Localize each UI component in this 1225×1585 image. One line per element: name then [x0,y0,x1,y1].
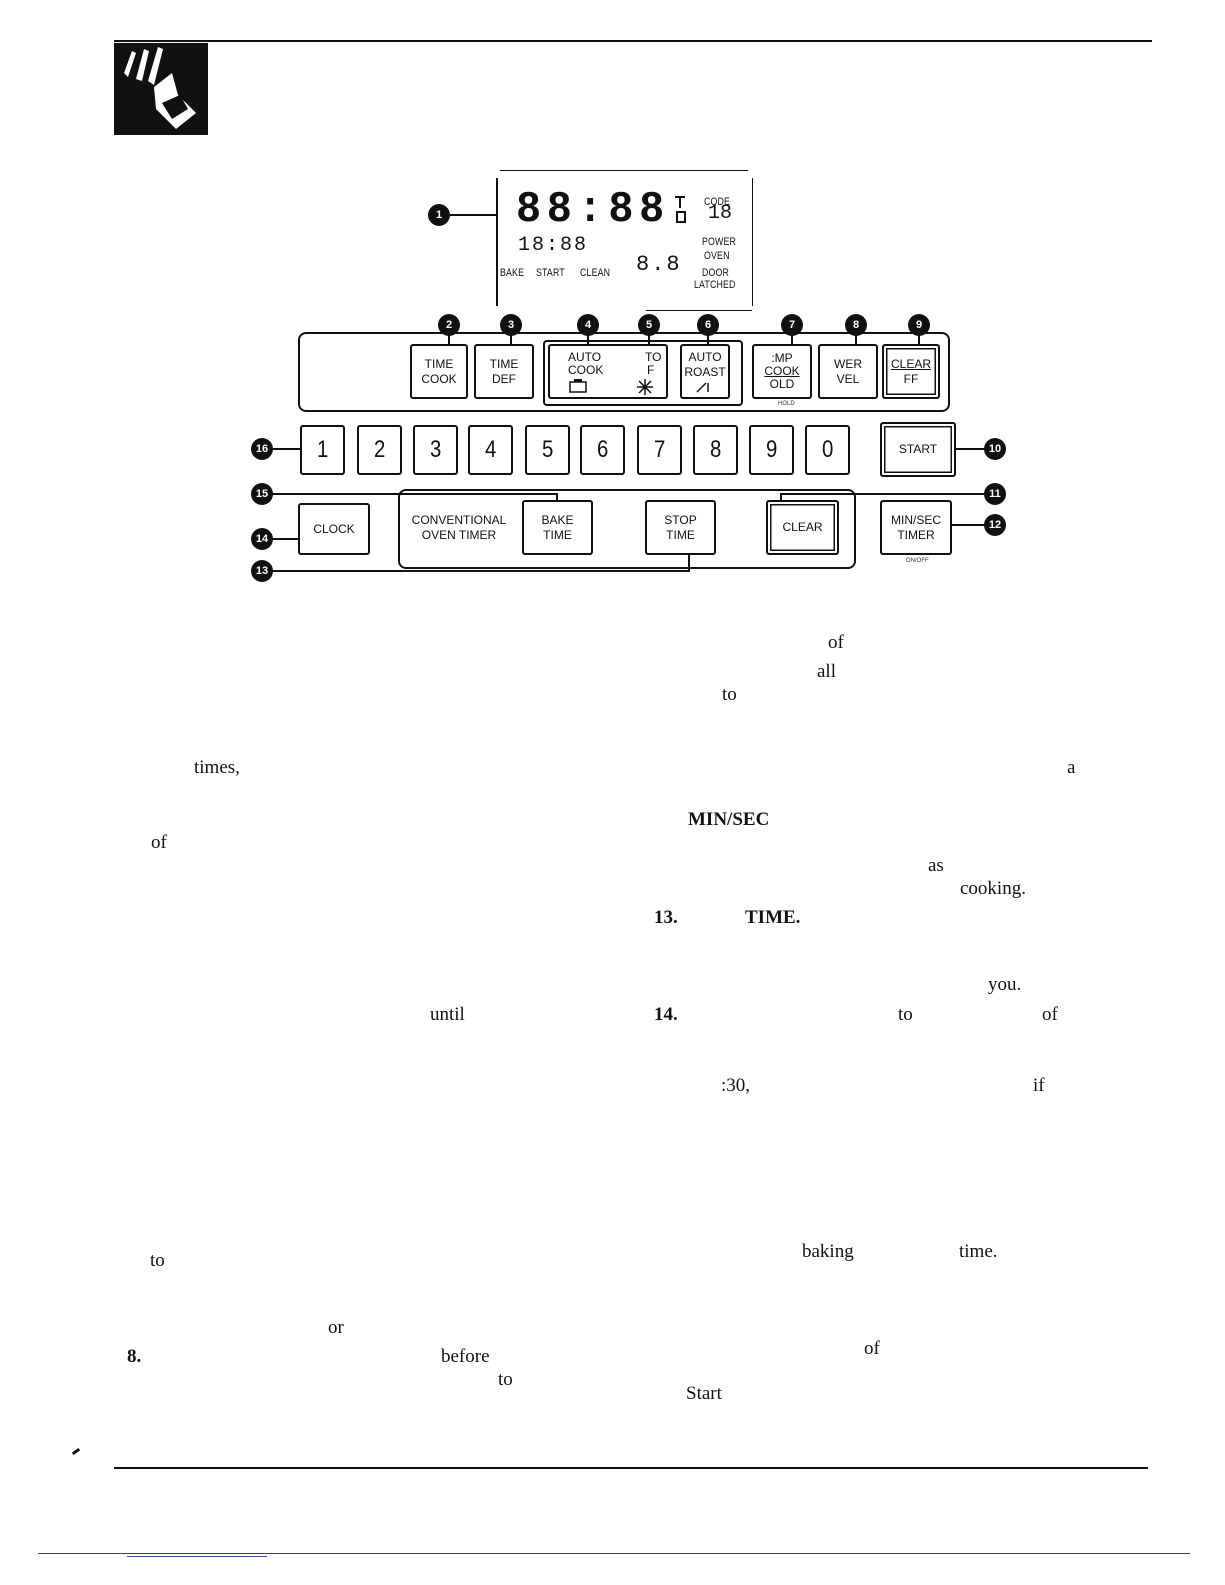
text-of-4: of [864,1338,880,1359]
number-key-1[interactable]: 1 [300,425,345,475]
callout-8: 8 [845,314,867,336]
callout-4: 4 [577,314,599,336]
text-to-2: to [898,1004,913,1025]
text-start: Start [686,1383,722,1404]
text-as: as [928,855,944,876]
text-time-lower: time. [959,1241,998,1262]
clock-button[interactable]: CLOCK [298,503,370,555]
display-panel: 88:88 18:88 8.8 18 CODE POWER OVEN DOOR … [496,170,756,312]
main-digits: 88:88 [516,185,670,235]
number-key-4[interactable]: 4 [468,425,513,475]
text-of-3: of [1042,1004,1058,1025]
top-control-panel [298,332,950,412]
probe-icon [696,382,709,393]
label-start: START [536,267,565,279]
callout-13: 13 [251,560,273,582]
label-latched: LATCHED [694,279,736,291]
callout-5: 5 [638,314,660,336]
small-digits: 18:88 [518,234,589,257]
text-of-1: of [828,632,844,653]
text-minsec: MIN/SEC [688,809,770,830]
callout-6: 6 [697,314,719,336]
right-digits: 8.8 [636,252,682,277]
hold-tiny-label: HOLD [778,401,795,407]
text-to-3: to [150,1250,165,1271]
number-key-7[interactable]: 7 [637,425,682,475]
number-key-8[interactable]: 8 [693,425,738,475]
footer-rule [114,1467,1148,1469]
bottom-rule [38,1553,1190,1554]
pot-icon [569,379,587,393]
text-8: 8. [127,1346,142,1367]
auto-cook-button[interactable]: AUTO COOK TO F [548,344,668,399]
text-all: all [817,661,836,682]
number-key-3[interactable]: 3 [413,425,458,475]
oven-clear-button[interactable]: CLEAR [766,500,839,555]
stray-mark [71,1447,81,1456]
callout-10: 10 [984,438,1006,460]
callout-7: 7 [781,314,803,336]
oven-timer-panel [398,489,856,569]
auto-group-panel [543,340,743,406]
text-before: before [441,1346,490,1367]
number-key-5[interactable]: 5 [525,425,570,475]
callout-9: 9 [908,314,930,336]
text-thirty: :30, [721,1075,751,1096]
text-baking: baking [802,1241,854,1262]
temp-cook-hold-button[interactable]: :MP COOK OLD [752,344,812,399]
number-key-6[interactable]: 6 [580,425,625,475]
text-to-1: to [722,684,737,705]
text-of-2: of [151,832,167,853]
text-to-4: to [498,1369,513,1390]
snowflake-icon [637,379,653,395]
text-time-caps: TIME. [745,907,801,928]
blue-link-underline [127,1556,267,1557]
callout-11: 11 [984,483,1006,505]
callout-3: 3 [500,314,522,336]
callout-1: 1 [428,204,450,226]
number-key-2[interactable]: 2 [357,425,402,475]
hand-icon [124,47,196,129]
label-code: CODE [704,196,731,208]
label-bake: BAKE [500,267,525,279]
on-off-tiny-label: ON/OFF [906,558,929,564]
callout-16: 16 [251,438,273,460]
hand-press-logo [114,43,208,135]
label-power: POWER [702,236,737,248]
label-oven: OVEN [704,250,730,262]
label-door: DOOR [702,267,730,279]
label-clean: CLEAN [580,267,611,279]
start-button[interactable]: START [880,422,956,477]
callout-12: 12 [984,514,1006,536]
number-key-0[interactable]: 0 [805,425,850,475]
text-or: or [328,1317,344,1338]
callout-2: 2 [438,314,460,336]
conventional-oven-timer-label: CONVENTIONAL OVEN TIMER [411,513,507,542]
header-rule [114,40,1152,42]
text-13: 13. [654,907,678,928]
callout-14: 14 [251,528,273,550]
number-key-9[interactable]: 9 [749,425,794,475]
text-you: you. [988,974,1022,995]
text-cooking: cooking. [960,878,1026,899]
code-digits: 18 [708,202,733,225]
text-a: a [1067,757,1076,778]
thermometer-icon [675,196,686,223]
callout-15: 15 [251,483,273,505]
text-until: until [430,1004,465,1025]
text-times: times, [194,757,240,778]
text-if: if [1033,1075,1045,1096]
text-14: 14. [654,1004,678,1025]
